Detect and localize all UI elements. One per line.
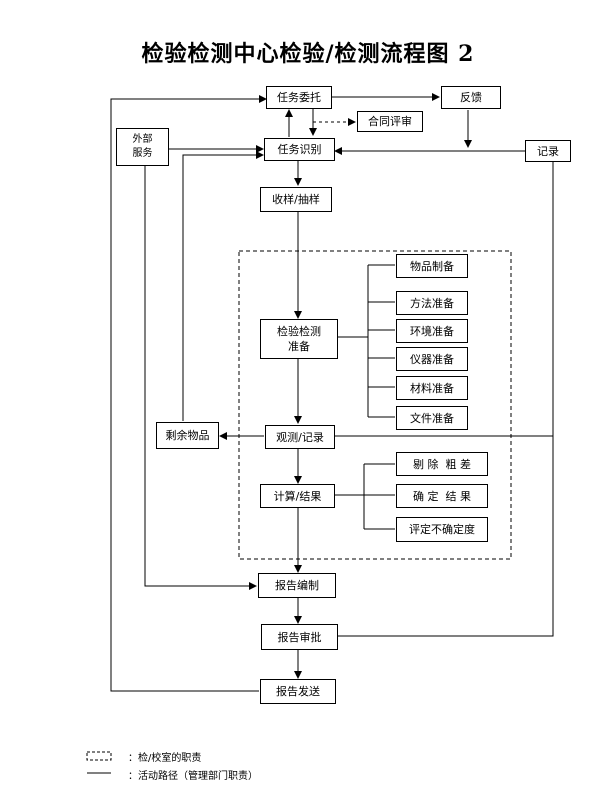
report-send-label: 报告发送 <box>276 685 320 698</box>
material-prep-label: 材料准备 <box>410 381 454 395</box>
external-service-box: 外部 服务 <box>116 128 169 166</box>
env-prep-box: 环境准备 <box>396 319 468 343</box>
sampling-label: 收样/抽样 <box>272 193 320 206</box>
external-service-label-2: 服务 <box>132 148 153 159</box>
feedback-label: 反馈 <box>460 91 482 104</box>
legend-solid-label: ：活动路径（管理部门职责） <box>128 771 258 782</box>
document-prep-box: 文件准备 <box>396 406 468 430</box>
determine-result-box: 确 定 结 果 <box>396 484 488 508</box>
task-identify-label: 任务识别 <box>277 143 322 156</box>
record-box: 记录 <box>525 140 571 162</box>
item-prep-label: 物品制备 <box>410 259 454 273</box>
task-commission-label: 任务委托 <box>277 91 321 104</box>
calc-result-box: 计算/结果 <box>260 484 335 508</box>
observe-record-label: 观测/记录 <box>276 430 324 444</box>
contract-review-box: 合同评审 <box>357 111 423 132</box>
instrument-prep-box: 仪器准备 <box>396 347 468 371</box>
instrument-prep-label: 仪器准备 <box>410 352 454 366</box>
report-send-box: 报告发送 <box>260 679 336 704</box>
report-compile-box: 报告编制 <box>258 573 336 598</box>
report-compile-label: 报告编制 <box>275 579 319 592</box>
remaining-items-label: 剩余物品 <box>165 429 210 442</box>
page-title: 检验检测中心检验/检测流程图 2 <box>141 41 475 67</box>
uncertainty-label: 评定不确定度 <box>409 523 475 536</box>
observe-record-box: 观测/记录 <box>265 425 335 449</box>
material-prep-box: 材料准备 <box>396 376 468 400</box>
method-prep-label: 方法准备 <box>410 296 454 310</box>
contract-review-label: 合同评审 <box>368 115 412 128</box>
env-prep-label: 环境准备 <box>410 324 454 338</box>
report-review-box: 报告审批 <box>261 624 338 650</box>
calc-result-label: 计算/结果 <box>273 489 322 503</box>
eliminate-gross-label: 剔 除 粗 差 <box>413 457 471 471</box>
legend-dashed-label: ：检/校室的职责 <box>128 753 202 764</box>
external-service-label-1: 外部 <box>132 134 153 145</box>
task-commission-box: 任务委托 <box>266 86 332 109</box>
task-identify-box: 任务识别 <box>264 138 335 161</box>
determine-result-label: 确 定 结 果 <box>413 489 471 503</box>
sampling-box: 收样/抽样 <box>260 187 332 212</box>
test-prep-box: 检验检测 准备 <box>260 319 338 359</box>
test-prep-label-1: 检验检测 <box>277 325 321 338</box>
document-prep-label: 文件准备 <box>410 411 454 425</box>
uncertainty-box: 评定不确定度 <box>396 517 488 542</box>
record-label: 记录 <box>537 144 559 158</box>
eliminate-gross-box: 剔 除 粗 差 <box>396 452 488 476</box>
item-prep-box: 物品制备 <box>396 254 468 278</box>
lab-responsibility-region <box>238 250 512 560</box>
report-review-label: 报告审批 <box>277 630 322 644</box>
test-prep-label-2: 准备 <box>288 340 310 353</box>
remaining-items-box: 剩余物品 <box>156 422 219 449</box>
method-prep-box: 方法准备 <box>396 291 468 315</box>
feedback-box: 反馈 <box>441 86 501 109</box>
